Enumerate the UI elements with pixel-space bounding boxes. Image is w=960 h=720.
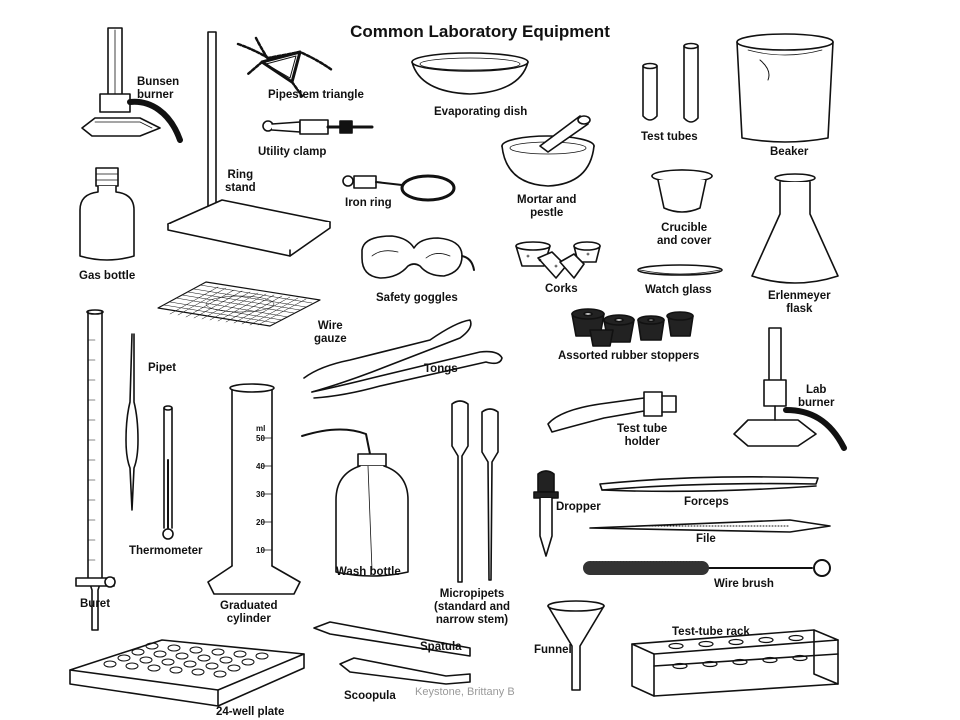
label-spatula: Spatula xyxy=(420,641,462,653)
cylinder-tick-label: 10 xyxy=(256,546,265,555)
label-thermometer: Thermometer xyxy=(129,545,203,557)
label-bunsen-burner: Bunsen burner xyxy=(137,76,180,101)
crucible-cover-drawing xyxy=(651,169,713,213)
erlenmeyer-flask-drawing xyxy=(751,173,839,284)
watch-glass-drawing xyxy=(637,264,723,276)
label-file: File xyxy=(696,533,716,545)
wire-gauze-drawing xyxy=(157,281,321,327)
label-utility-clamp: Utility clamp xyxy=(258,146,327,158)
label-test-tube-rack: Test-tube rack xyxy=(672,626,750,638)
utility-clamp-drawing xyxy=(262,119,374,135)
funnel-drawing xyxy=(547,600,605,691)
cylinder-scale: ml 50 40 30 20 10 xyxy=(256,424,265,555)
micropipets-drawing xyxy=(451,400,499,583)
well-plate-drawing xyxy=(69,639,305,707)
label-dropper: Dropper xyxy=(556,501,601,513)
mortar-pestle-drawing xyxy=(501,115,595,187)
label-tongs: Tongs xyxy=(424,363,458,375)
label-iron-ring: Iron ring xyxy=(345,197,392,209)
label-wash-bottle: Wash bottle xyxy=(336,566,401,578)
label-beaker: Beaker xyxy=(770,146,809,158)
lab-burner-drawing xyxy=(733,327,847,451)
label-test-tube-holder: Test tube holder xyxy=(617,423,668,448)
ring-stand-drawing xyxy=(167,31,331,257)
label-lab-burner: Lab burner xyxy=(798,384,835,409)
pipestem-triangle-drawing xyxy=(236,36,334,98)
label-forceps: Forceps xyxy=(684,496,729,508)
cylinder-tick-label: 40 xyxy=(256,462,265,471)
label-pipestem-triangle: Pipestem triangle xyxy=(268,89,364,101)
label-assorted-rubber-stoppers: Assorted rubber stoppers xyxy=(558,350,700,362)
label-crucible-and-cover: Crucible and cover xyxy=(657,222,712,247)
label-erlenmeyer-flask: Erlenmeyer flask xyxy=(768,290,831,315)
scoopula-drawing xyxy=(339,657,471,685)
label-funnel: Funnel xyxy=(534,644,572,656)
wash-bottle-drawing xyxy=(301,428,409,577)
thermometer-drawing xyxy=(162,405,174,540)
label-ring-stand: Ring stand xyxy=(225,169,256,194)
label-evaporating-dish: Evaporating dish xyxy=(434,106,528,118)
corks-drawing xyxy=(515,241,601,279)
label-scoopula: Scoopula xyxy=(344,690,396,702)
iron-ring-drawing xyxy=(342,174,456,202)
label-corks: Corks xyxy=(545,283,578,295)
page-title: Common Laboratory Equipment xyxy=(350,22,610,41)
label-watch-glass: Watch glass xyxy=(645,284,712,296)
tongs-drawing xyxy=(303,319,503,399)
rubber-stoppers-drawing xyxy=(571,308,694,347)
gas-bottle-drawing xyxy=(79,167,135,261)
spatula-drawing xyxy=(313,621,471,657)
evaporating-dish-drawing xyxy=(411,52,529,95)
label-safety-goggles: Safety goggles xyxy=(376,292,458,304)
cylinder-unit: ml xyxy=(256,424,265,433)
cylinder-tick-label: 20 xyxy=(256,518,265,527)
cylinder-tick-label: 50 xyxy=(256,434,265,443)
watermark: Keystone, Brittany B xyxy=(415,686,515,698)
file-drawing xyxy=(589,519,831,533)
wire-brush-drawing xyxy=(583,559,831,577)
forceps-drawing xyxy=(599,476,819,493)
buret-drawing xyxy=(75,309,116,631)
label-micropipets: Micropipets (standard and narrow stem) xyxy=(434,588,511,626)
label-gas-bottle: Gas bottle xyxy=(79,270,136,282)
safety-goggles-drawing xyxy=(361,235,475,279)
dropper-drawing xyxy=(533,470,559,557)
test-tube-rack-drawing xyxy=(631,629,839,697)
bunsen-burner-drawing xyxy=(81,27,183,143)
cylinder-tick-label: 30 xyxy=(256,490,265,499)
label-graduated-cylinder: Graduated cylinder xyxy=(220,600,278,625)
label-pipet: Pipet xyxy=(148,362,177,374)
label-24-well-plate: 24-well plate xyxy=(216,706,285,718)
test-tube-holder-drawing xyxy=(547,391,677,433)
beaker-drawing xyxy=(736,33,834,143)
test-tubes-drawing xyxy=(642,42,699,123)
label-wire-gauze: Wire gauze xyxy=(314,320,347,345)
label-test-tubes: Test tubes xyxy=(641,131,698,143)
label-wire-brush: Wire brush xyxy=(714,578,774,590)
pipet-drawing xyxy=(125,333,139,511)
label-buret: Buret xyxy=(80,598,111,610)
graduated-cylinder-drawing xyxy=(207,383,301,595)
label-mortar-and-pestle: Mortar and pestle xyxy=(517,194,577,219)
